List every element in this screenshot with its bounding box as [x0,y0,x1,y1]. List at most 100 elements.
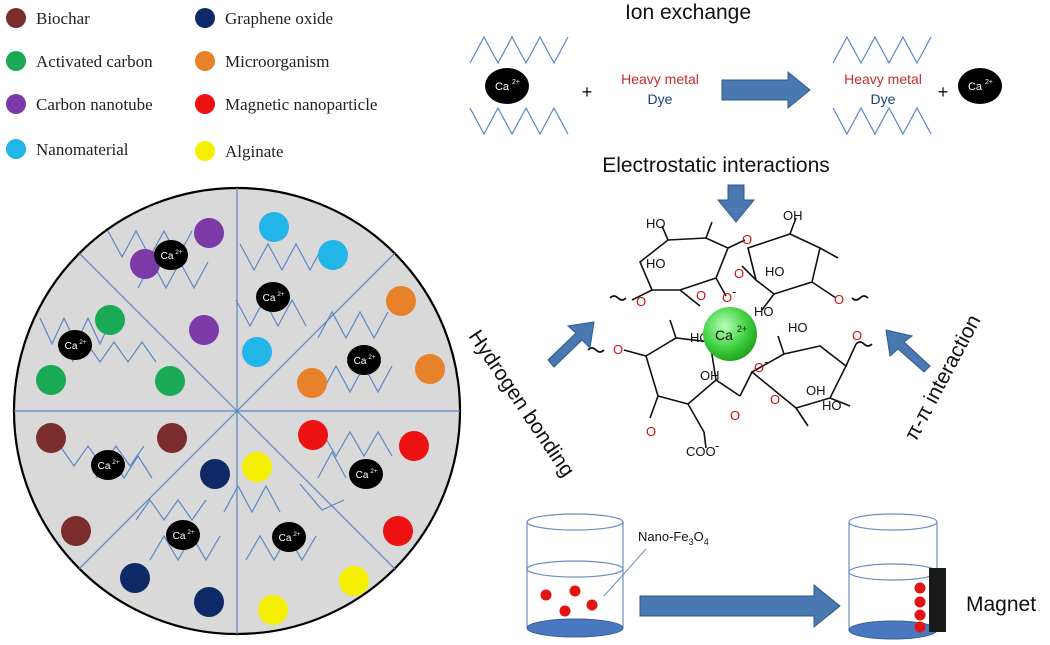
nano-fe3o4-pointer [603,548,647,597]
bead-magnetic-nanoparticle [399,431,429,461]
disc-divider [78,252,238,412]
bead-activated-carbon [36,365,66,395]
svg-text:2+: 2+ [512,79,520,86]
dye-label-left: Dye [648,91,673,107]
magnet-block [929,568,946,632]
legend-item-nanomaterial: Nanomaterial [6,139,129,159]
beaker-left [526,513,624,638]
svg-text:OH: OH [783,208,803,223]
svg-text:O: O [613,342,623,357]
bead-alginate [258,595,288,625]
legend-swatch-microorganism [195,51,215,71]
legend-label-magnetic-nanoparticle: Magnetic nanoparticle [225,95,377,114]
svg-text:OH: OH [700,368,720,383]
legend-swatch-magnetic-nanoparticle [195,94,215,114]
polymer-chain [321,364,393,394]
calcium-ion-left: Ca 2+ [485,68,529,104]
svg-text:Ca: Ca [161,251,174,262]
legend-item-alginate: Alginate [195,141,284,161]
svg-text:O: O [754,360,764,375]
svg-text:Ca: Ca [495,81,510,93]
disc-dividers [14,188,460,634]
bead-graphene-oxide [194,587,224,617]
legend-label-biochar: Biochar [36,9,90,28]
bead-graphene-oxide [120,563,150,593]
legend-item-microorganism: Microorganism [195,51,330,71]
bead-nanomaterial [318,240,348,270]
svg-text:O: O [852,328,862,343]
svg-text:O: O [770,392,780,407]
svg-text:2+: 2+ [737,324,747,334]
legend-label-graphene-oxide: Graphene oxide [225,9,333,28]
legend-swatch-activated-carbon [6,51,26,71]
svg-text:HO: HO [754,304,774,319]
bead-microorganism [297,368,327,398]
svg-text:O: O [734,266,744,281]
ion-exchange-title: Ion exchange [625,1,751,24]
bead-microorganism [386,286,416,316]
polymer-chain [317,450,347,479]
polymer-chain [135,498,207,522]
disc-divider [78,410,238,570]
polymer-chain [235,298,307,328]
legend-label-microorganism: Microorganism [225,52,330,71]
pi-interaction-label: π-π interaction [900,311,985,444]
bead-biochar [61,516,91,546]
bead-carbon-nanotube [130,249,160,279]
polymer-chain [239,242,325,272]
magnetic-separation-panel: Nano-Fe3O4 Magnet [526,513,1036,640]
bead-biochar [36,423,66,453]
legend-item-carbon-nanotube: Carbon nanotube [6,94,153,114]
hydrogen-bonding-arrow [547,321,595,368]
legend-label-alginate: Alginate [225,142,284,161]
polymer-chain [299,483,345,511]
bead-alginate [242,452,272,482]
electrostatic-arrow [716,184,756,223]
legend-swatch-alginate [195,141,215,161]
dye-label-right: Dye [871,91,896,107]
disc-divider [236,252,396,412]
svg-text:O: O [646,424,656,439]
svg-text:O: O [636,294,646,309]
electrostatic-title: Electrostatic interactions [602,154,830,177]
svg-text:2+: 2+ [368,354,376,361]
svg-text:HO: HO [646,216,666,231]
plus-sign-1: + [582,82,593,102]
chem-labels: HO HO O O HO OH O HO O O - O O HO OH O -… [613,208,862,459]
bead-carbon-nanotube [194,218,224,248]
polymer-chain [317,310,389,340]
svg-text:COO: COO [686,444,716,459]
legend-swatch-graphene-oxide [195,8,215,28]
pi-interaction-arrow [885,329,931,373]
legend-swatch-carbon-nanotube [6,94,26,114]
svg-text:O: O [742,232,752,247]
svg-text:HO: HO [788,320,808,335]
svg-text:2+: 2+ [293,531,301,538]
svg-text:Ca: Ca [65,341,78,352]
svg-text:2+: 2+ [187,529,195,536]
zigzag-chain-top-right [832,35,932,65]
nano-fe3o4-label: Nano-Fe3O4 [638,529,709,547]
separation-arrow [639,583,841,629]
svg-text:O: O [730,408,740,423]
svg-text:Ca: Ca [354,356,367,367]
svg-text:2+: 2+ [985,79,993,86]
legend-item-biochar: Biochar [6,8,90,28]
legend-label-nanomaterial: Nanomaterial [36,140,129,159]
bead-microorganism [415,354,445,384]
zigzag-chain-bottom-left [469,106,569,136]
zigzag-chain-bottom-right [832,106,932,136]
svg-text:HO: HO [646,256,666,271]
magnet-label: Magnet [966,593,1036,616]
upper-sugar-rings [609,217,869,311]
svg-text:HO: HO [822,398,842,413]
bead-carbon-nanotube [189,315,219,345]
svg-text:2+: 2+ [175,249,183,256]
